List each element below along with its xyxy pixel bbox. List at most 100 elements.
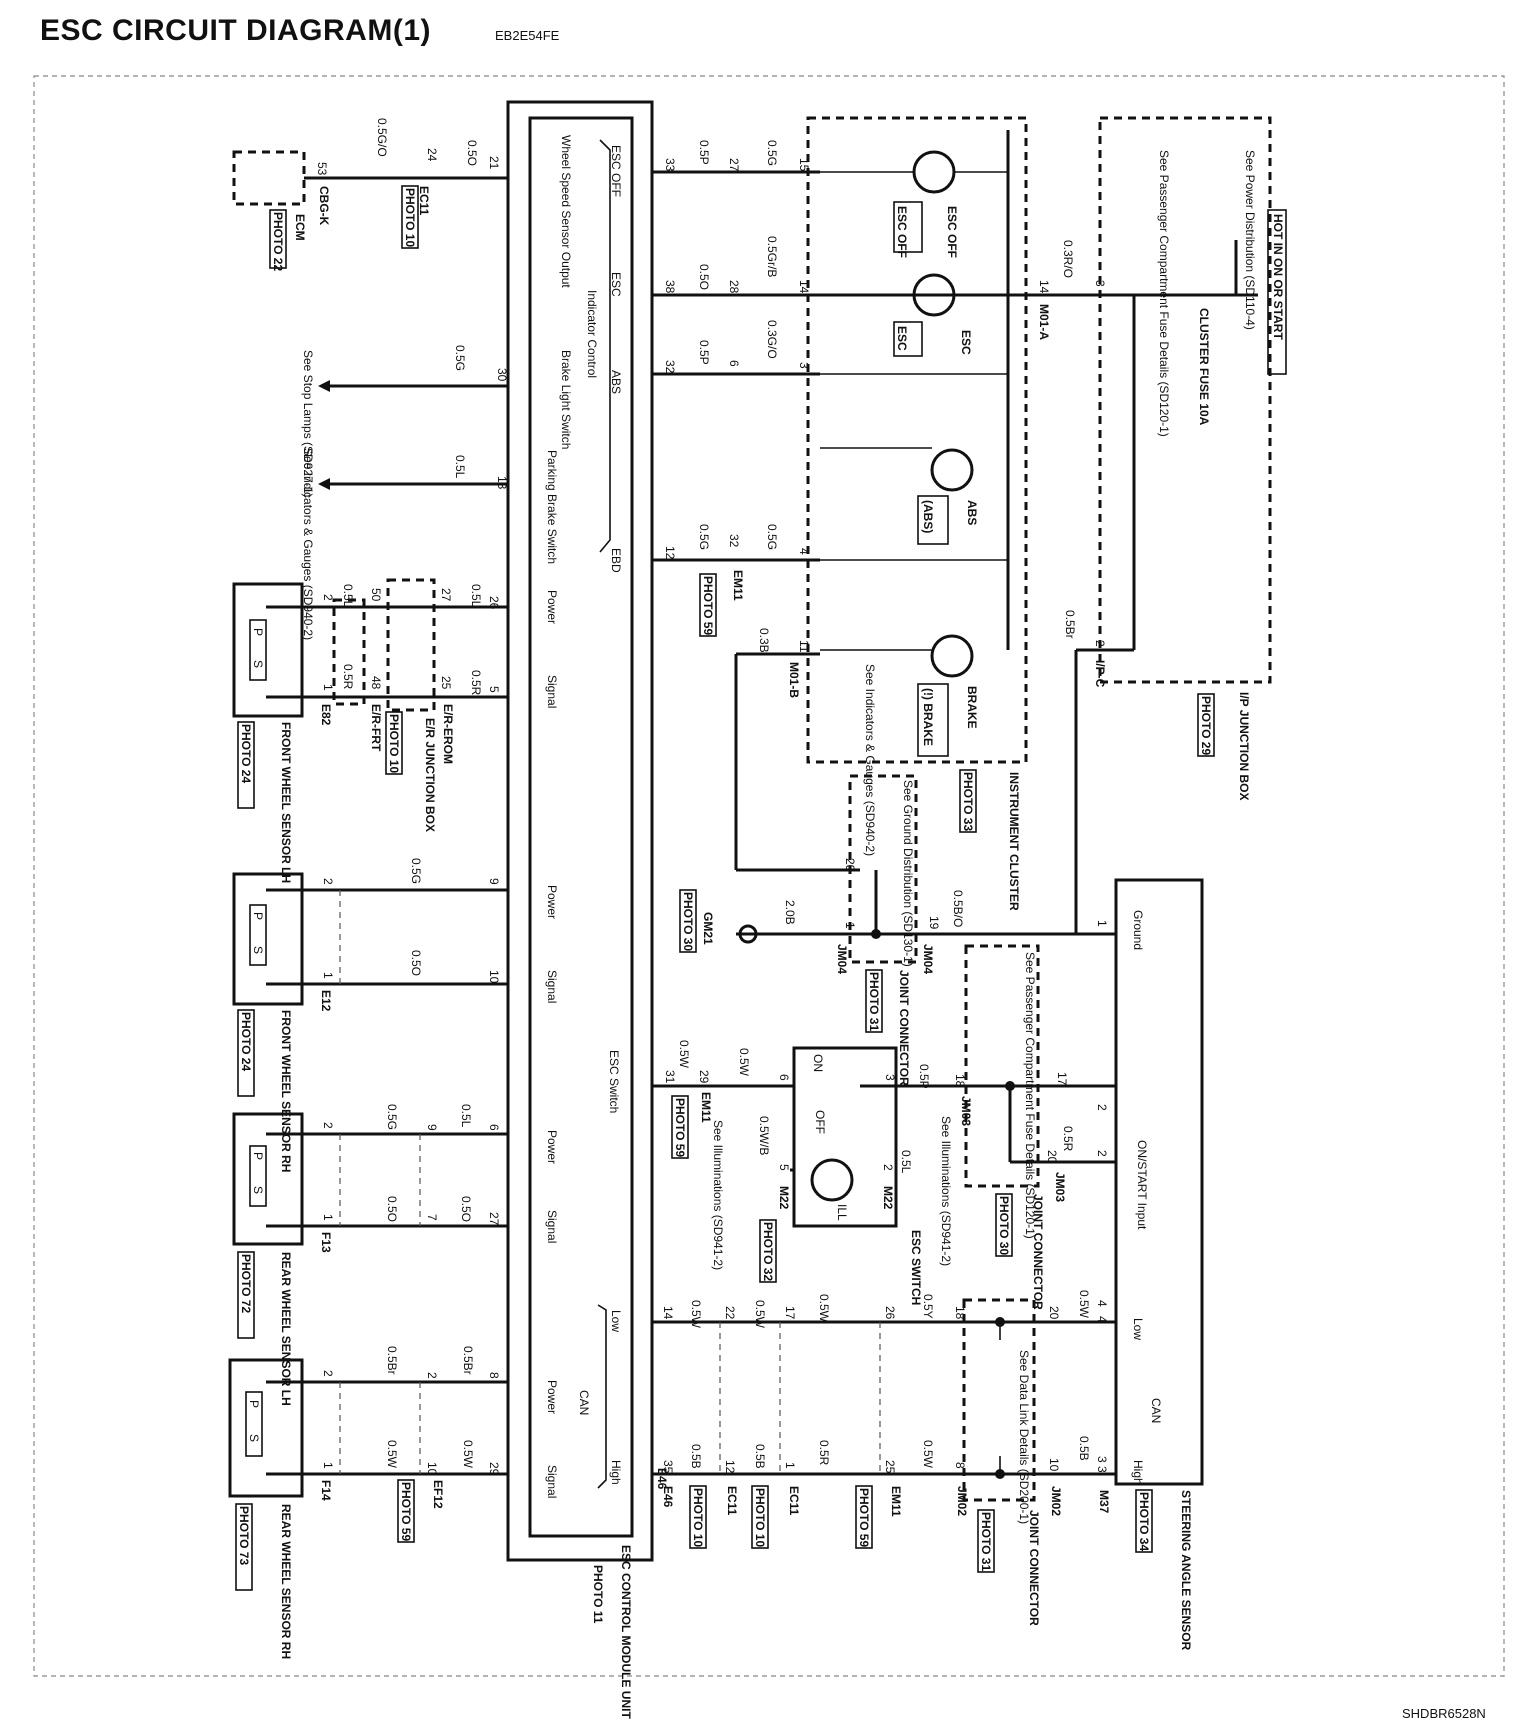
jm03-pin2: 2 (1095, 1150, 1109, 1157)
fl-power-pin: 26 (487, 596, 501, 610)
rl-sensor-photo: PHOTO 72 (239, 1254, 253, 1313)
rl-s-label: S (251, 1186, 265, 1194)
stop-lamps-wire: 0.5G (453, 345, 467, 371)
tw1-mid: 28 (727, 280, 741, 294)
fl-sensor-photo: PHOTO 24 (239, 724, 253, 783)
steering-pin1: 1 (1095, 920, 1109, 927)
can-photo-2: PHOTO 59 (857, 1488, 871, 1547)
rr-s-label: S (247, 1434, 261, 1442)
abs-icon: (ABS) (921, 500, 935, 533)
ecm-wire: 0.5G/O (375, 118, 389, 157)
tw1-wire1: 0.5O (697, 264, 711, 290)
steering-onstart: ON/START Input (1135, 1140, 1149, 1230)
jm03-name: JOINT CONNECTOR (1031, 1194, 1045, 1310)
fl-jb-signal: 25 (439, 676, 453, 690)
can-high-pin-1: 12 (723, 1460, 737, 1474)
power-ipc: I/P-C (1093, 660, 1107, 688)
rr-mid-photo: PHOTO 59 (399, 1482, 413, 1541)
esc-fn-power-2: Power (545, 885, 559, 919)
jm03-label: JM03 (1053, 1172, 1067, 1202)
tw0-wire2: 0.5G (765, 140, 779, 166)
esc-fn-high: High (609, 1460, 623, 1485)
indicators-ref: See Indicators & Gauges (SD940-2) (301, 448, 315, 640)
rl-p-label: P (251, 1152, 265, 1160)
jm03-pin20: 20 (1045, 1150, 1059, 1164)
esc-switch-em11-photo: PHOTO 59 (673, 1098, 687, 1157)
tw1-wire2: 0.5Gr/B (765, 236, 779, 277)
rr-signal-pin: 29 (487, 1462, 501, 1476)
rl-sensor-name: REAR WHEEL SENSOR LH (279, 1252, 293, 1406)
rr-mid-power: 2 (425, 1372, 439, 1379)
esc-switch-ref-ill2: See Illuminations (SD941-2) (939, 1116, 953, 1266)
tw3-wire2: 0.5G (765, 524, 779, 550)
can-low-wire-1: 0.5W (753, 1300, 767, 1329)
fl-connector: E82 (319, 704, 333, 726)
rl-signal-wire: 0.5O (459, 1196, 473, 1222)
can-label-jm02-a: JM02 (955, 1486, 969, 1516)
can-label-ec11-a: EC11 (725, 1486, 739, 1516)
jm03-pin17: 17 (1055, 1072, 1069, 1086)
can-low-wire-2: 0.5W (817, 1294, 831, 1323)
can-high-wire-2: 0.5R (817, 1440, 831, 1466)
esc-switch-on: ON (811, 1054, 825, 1072)
esc-switch-m22-b: M22 (881, 1186, 895, 1210)
rl-mid-power: 9 (425, 1124, 439, 1131)
power-ref1: See Power Distribution (SD110-4) (1243, 150, 1257, 330)
fr-s-label: S (251, 946, 265, 954)
ground-jm04-b: JM04 (921, 944, 935, 974)
esc-fn-power-3: Power (545, 1130, 559, 1164)
rl-power-pin: 6 (487, 1124, 501, 1131)
can-high-pin-2: 1 (783, 1462, 797, 1469)
power-ref2: See Passenger Compartment Fuse Details (… (1157, 150, 1171, 437)
em11-photo: PHOTO 59 (701, 576, 715, 635)
tw3-wire1: 0.5G (697, 524, 711, 550)
rl-signal-wire-2: 0.5O (385, 1196, 399, 1222)
fl-s-label: S (251, 660, 265, 668)
fl-signal-wire-2: 0.5R (341, 664, 355, 690)
esc-fn-wss-out: Wheel Speed Sensor Output (559, 135, 573, 288)
esc-fn-signal-3: Signal (545, 1210, 559, 1243)
ground-gm21: GM21 (701, 912, 715, 945)
rl-mid-signal: 7 (425, 1214, 439, 1221)
fl-power-wire-2: 0.5L (341, 584, 355, 608)
rr-connector: F14 (319, 1480, 333, 1501)
can-photo-0: PHOTO 10 (691, 1488, 705, 1547)
page-title: ESC CIRCUIT DIAGRAM(1) (40, 14, 431, 47)
steering-pin4: 4 (1095, 1316, 1109, 1323)
can-label-ec11-b: EC11 (787, 1486, 801, 1516)
rr-power-wire-2: 0.5Br (385, 1346, 399, 1375)
rl-signal-pin: 27 (487, 1212, 501, 1226)
rr-p-label: P (247, 1400, 261, 1408)
ground-pin1: 1 (843, 922, 857, 929)
can-low-wire-4: 0.5W (1077, 1290, 1091, 1319)
tw0-wire1: 0.5P (697, 140, 711, 165)
can-high-pin-0: 35 (661, 1460, 675, 1474)
sensor-rear-lh: 6 27 0.5L 0.5O 9 7 0.5G 0.5O 2 1 P S F13… (232, 1104, 508, 1406)
left-top-wires: 53 0.5G/O CBG-K ECM PHOTO 22 24 0.5O 21 … (232, 118, 509, 640)
fl-signal-pin: 5 (487, 686, 501, 693)
stop-lamps-pin: 30 (495, 368, 509, 382)
can-low-wire-3: 0.5Y (921, 1294, 935, 1319)
ec11-wire: 0.5O (465, 140, 479, 166)
fr-signal-pin: 10 (487, 970, 501, 984)
fr-sensor-name: FRONT WHEEL SENSOR RH (279, 1010, 293, 1172)
cluster-m01b: M01-B (787, 662, 801, 698)
esc-switch-ref-ill1: See Illuminations (SD941-2) (711, 1120, 725, 1270)
can-low-pin-6: 4 (1095, 1300, 1109, 1307)
steering-pin3: 3 (1095, 1466, 1109, 1473)
brake-icon: (!) BRAKE (921, 688, 935, 746)
can-low-pin-0: 14 (661, 1306, 675, 1320)
can-low-wire-0: 0.5W (689, 1300, 703, 1329)
esc-module-photo: PHOTO 11 (591, 1565, 605, 1624)
esc-switch-pin2: 2 (881, 1164, 895, 1171)
cluster-lamp-esc-off: ESC OFF (945, 206, 959, 258)
cluster-wire-m01b: 0.3B (757, 628, 771, 653)
tw3-mid: 32 (727, 534, 741, 548)
esc-switch-ill: ILL (835, 1204, 849, 1221)
tw2-wire2: 0.3G/O (765, 320, 779, 359)
esc-fn-power-1: Power (545, 590, 559, 624)
esc-ind-abs: ABS (609, 370, 623, 394)
steering-m37: M37 (1097, 1490, 1111, 1514)
cluster-lamp-esc: ESC (959, 330, 973, 355)
